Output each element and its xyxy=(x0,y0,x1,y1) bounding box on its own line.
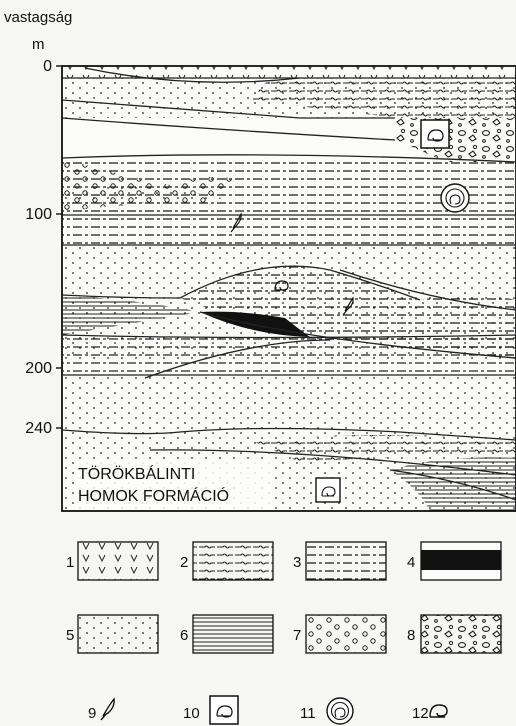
axis-title: vastagság xyxy=(4,9,72,26)
legend-number: 2 xyxy=(180,554,188,571)
legend-number: 4 xyxy=(407,554,415,571)
layer-wavy-silt-upper xyxy=(250,78,516,118)
legend-swatch-dash-lines xyxy=(305,541,387,581)
layer-clay-dashed-3 xyxy=(62,335,516,375)
legend-number: 12 xyxy=(412,705,429,722)
legend-swatch-conglomerate xyxy=(420,614,502,654)
legend-number: 11 xyxy=(300,705,316,722)
legend-swatch-black-band-fill xyxy=(421,550,501,570)
formation-label-line1: TÖRÖKBÁLINTI xyxy=(78,464,195,483)
legend-number: 10 xyxy=(183,705,200,722)
ammonite-icon xyxy=(326,697,354,725)
legend-number: 1 xyxy=(66,554,74,571)
legend-swatch-circles xyxy=(305,614,387,654)
legend-swatch-v-pattern xyxy=(77,541,159,581)
legend-swatch-dots xyxy=(77,614,159,654)
legend-number: 3 xyxy=(293,554,301,571)
legend-number: 5 xyxy=(66,627,74,644)
boxed-snail-icon xyxy=(420,119,450,149)
leaf-icon xyxy=(100,697,115,721)
legend-number: 6 xyxy=(180,627,188,644)
legend-swatch-wavy-dash-lines xyxy=(192,541,274,581)
boxed-snail-icon xyxy=(315,477,341,503)
legend: 1 2 3 4 5 6 7 8 9 10 11 12 xyxy=(66,541,502,725)
layer-banded-left xyxy=(62,295,200,335)
depth-tick-label: 200 xyxy=(25,360,52,377)
column-frame xyxy=(61,65,516,512)
snail-icon xyxy=(429,704,448,718)
legend-number: 9 xyxy=(88,705,96,722)
layer-clay-dashed-2 xyxy=(62,215,516,245)
layer-boundaries xyxy=(62,67,516,501)
legend-swatch-horizontal-lines xyxy=(192,614,274,654)
boxed-snail-icon xyxy=(209,695,239,725)
depth-tick-label: 100 xyxy=(25,206,52,223)
layer-sand-lower-strip xyxy=(62,186,230,205)
legend-number: 8 xyxy=(407,627,415,644)
depth-axis xyxy=(56,65,62,429)
layer-sand-lower xyxy=(62,375,516,430)
formation-label-line2: HOMOK FORMÁCIÓ xyxy=(78,486,229,505)
depth-tick-label: 240 xyxy=(25,420,52,437)
leaf-icon xyxy=(342,296,354,316)
leaf-icon xyxy=(230,212,242,233)
snail-icon xyxy=(274,280,289,291)
ammonite-icon xyxy=(440,183,470,213)
axis-unit: m xyxy=(32,36,45,53)
layer-volcanic-top xyxy=(62,66,516,78)
legend-number: 7 xyxy=(293,627,301,644)
depth-tick-label: 0 xyxy=(43,58,52,75)
